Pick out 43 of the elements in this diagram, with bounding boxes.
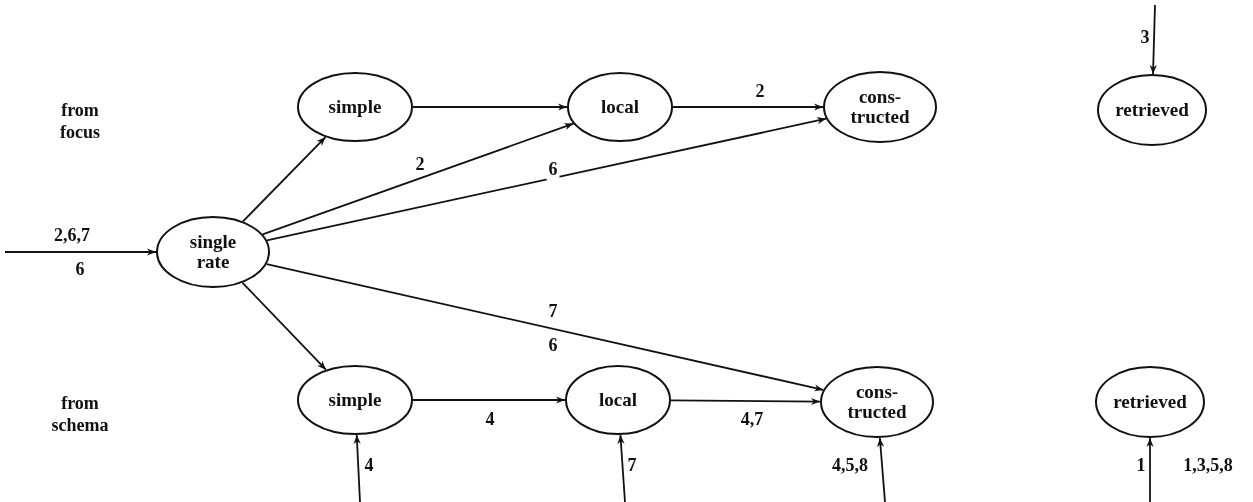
ellipse-node (156, 216, 270, 288)
node-label: retrieved (1112, 392, 1188, 412)
arrow (1146, 437, 1154, 502)
arrow (265, 263, 825, 392)
arrow (672, 103, 824, 111)
node-label: retrieved (1114, 100, 1190, 120)
edge-label: 6 (546, 160, 560, 180)
edge-label: 4,7 (738, 410, 766, 430)
arrow (412, 103, 568, 111)
edge-label: 2,6,7 (52, 226, 92, 246)
ellipse-node (297, 365, 413, 435)
arrow (1149, 4, 1157, 75)
label-text: from focus (59, 100, 101, 144)
arrow (241, 281, 327, 371)
label-text: 6 (548, 335, 558, 357)
arrow (266, 117, 827, 242)
label-text: 6 (75, 259, 85, 281)
node-label: local (600, 97, 640, 117)
label-text: 1,3,5,8 (1183, 455, 1233, 477)
arrow (670, 397, 821, 406)
ellipse-node (820, 366, 934, 438)
node-label: cons- tructed (849, 87, 911, 127)
ellipse-node (1097, 74, 1207, 146)
ellipse-node (565, 365, 671, 435)
node-label: simple (327, 390, 383, 410)
arrow (261, 122, 575, 236)
node-label: cons- tructed (846, 382, 908, 422)
edge-label: 4,5,8 (830, 456, 870, 476)
arrow (4, 248, 157, 256)
ellipse-node (297, 72, 413, 142)
node-label: local (598, 390, 638, 410)
node-label: single rate (188, 232, 238, 272)
arrow (877, 437, 886, 502)
arrow (242, 136, 327, 223)
ellipse-node (823, 71, 937, 143)
arrow (617, 434, 626, 502)
ellipse-node (1095, 366, 1205, 438)
arrow (412, 396, 566, 404)
arrow (353, 434, 361, 502)
label-text: from schema (50, 393, 110, 437)
ellipse-node (567, 72, 673, 142)
edge-label: 2 (413, 155, 427, 175)
node-label: simple (327, 97, 383, 117)
